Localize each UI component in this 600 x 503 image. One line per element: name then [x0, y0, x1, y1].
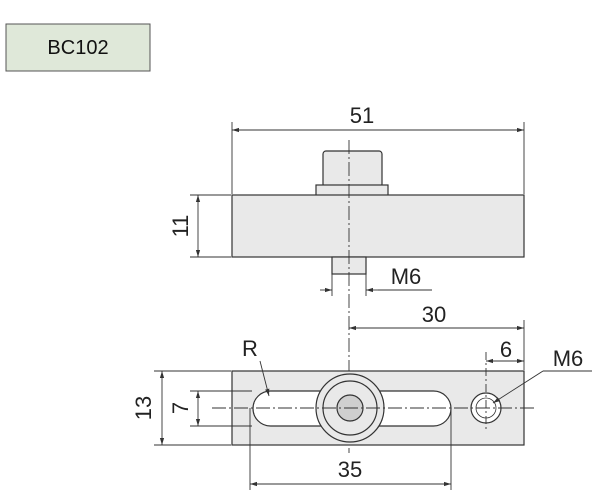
dim-thread-front-label: M6 [391, 264, 422, 289]
dim-hole-offset-label: 6 [500, 337, 512, 362]
front-view-boss [322, 150, 383, 188]
dim-radius [259, 360, 270, 397]
dim-center-to-hole [349, 320, 525, 370]
front-view-boss-flange [315, 184, 389, 197]
dim-thread-hole-label: M6 [553, 346, 584, 371]
dim-overall-width-label: 51 [350, 103, 374, 128]
dim-center-to-hole-label: 30 [422, 302, 446, 327]
dim-slot-length [249, 408, 452, 490]
dim-overall-height-label: 13 [131, 396, 156, 420]
dim-body-height-label: 11 [168, 215, 193, 238]
dim-radius-label: R [242, 336, 258, 361]
model-badge-label: BC102 [47, 37, 108, 59]
dim-slot-width-label: 7 [168, 402, 193, 414]
dim-overall-height [154, 370, 231, 446]
front-view [231, 150, 525, 275]
dim-slot-length-label: 35 [338, 457, 362, 482]
dim-thread-front [320, 274, 432, 296]
dim-thread-hole [492, 370, 592, 404]
model-badge: BC102 [5, 23, 151, 72]
dim-body-height [190, 194, 231, 258]
front-view-body [231, 194, 525, 258]
dim-slot-width [190, 390, 252, 427]
dim-overall-width [231, 122, 525, 194]
